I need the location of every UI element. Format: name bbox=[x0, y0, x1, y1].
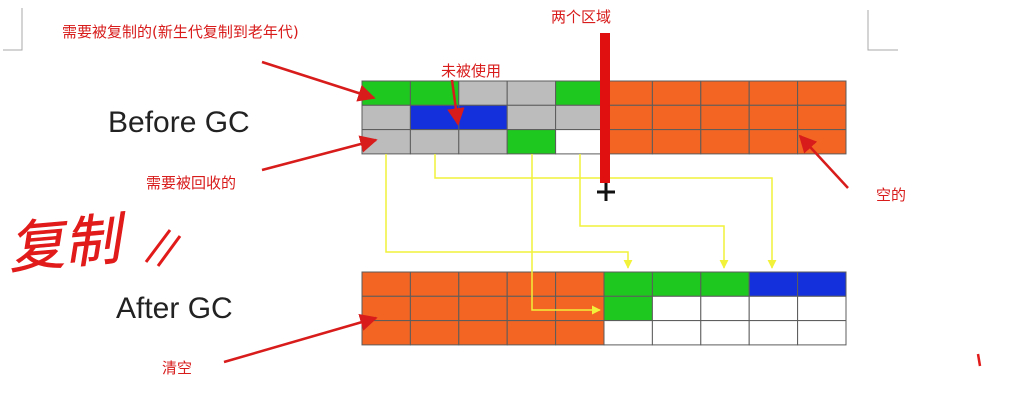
after-gc-memory-grid bbox=[361, 271, 847, 346]
before-cell-r0-c5-old bbox=[603, 80, 653, 106]
after-cell-r0-c1-old bbox=[409, 271, 460, 297]
before-cell-r0-c3-garbage bbox=[506, 80, 557, 106]
before-cell-r0-c1-live bbox=[409, 80, 460, 106]
region-divider-bar bbox=[600, 33, 610, 183]
before-cell-r2-c5-old bbox=[603, 129, 653, 155]
after-cell-r0-c9-unused bbox=[797, 271, 847, 297]
before-cell-r0-c2-garbage bbox=[458, 80, 508, 106]
after-cell-r0-c5-live bbox=[603, 271, 653, 297]
stray-mark bbox=[976, 353, 982, 367]
before-cell-r2-c8-old bbox=[748, 129, 799, 155]
before-cell-r0-c8-old bbox=[748, 80, 799, 106]
before-cell-r1-c8-old bbox=[748, 104, 799, 131]
after-cell-r2-c8-free bbox=[748, 320, 799, 346]
after-cell-r1-c0-old bbox=[361, 295, 411, 322]
before-cell-r1-c7-old bbox=[700, 104, 750, 131]
after-cell-r2-c0-old bbox=[361, 320, 411, 346]
annotation-to-reclaim: 需要被回收的 bbox=[146, 174, 236, 192]
before-cell-r0-c7-old bbox=[700, 80, 750, 106]
after-cell-r0-c2-old bbox=[458, 271, 508, 297]
after-cell-r1-c7-free bbox=[700, 295, 750, 322]
annotation-cleared: 清空 bbox=[162, 359, 192, 377]
before-cell-r0-c9-old bbox=[797, 80, 847, 106]
after-cell-r2-c4-old bbox=[555, 320, 605, 346]
page-corner-mark-right bbox=[867, 10, 898, 51]
after-cell-r0-c0-old bbox=[361, 271, 411, 297]
before-cell-r2-c1-garbage bbox=[409, 129, 460, 155]
after-cell-r2-c1-old bbox=[409, 320, 460, 346]
annotation-copy-target: 需要被复制的(新生代复制到老年代) bbox=[62, 23, 299, 41]
after-cell-r0-c7-live bbox=[700, 271, 750, 297]
annotation-arrows bbox=[223, 60, 849, 364]
copy-flow-line-4 bbox=[579, 154, 729, 269]
handwritten-stroke-mark bbox=[144, 229, 182, 267]
after-cell-r2-c6-free bbox=[651, 320, 702, 346]
arrow-to-reclaim bbox=[261, 135, 378, 172]
handwritten-note: 复制 bbox=[6, 207, 131, 282]
after-cell-r2-c9-free bbox=[797, 320, 847, 346]
before-gc-memory-grid bbox=[361, 80, 847, 155]
arrow-cleared bbox=[223, 313, 378, 364]
annotation-empty: 空的 bbox=[876, 186, 906, 204]
after-cell-r2-c2-old bbox=[458, 320, 508, 346]
before-cell-r0-c0-live bbox=[361, 80, 411, 106]
arrow-unused bbox=[447, 79, 465, 126]
arrow-empty bbox=[798, 134, 849, 189]
copy-flow-line-3 bbox=[531, 154, 601, 315]
annotation-unused: 未被使用 bbox=[441, 62, 501, 80]
copy-flow-line-1 bbox=[385, 154, 633, 269]
before-cell-r2-c2-garbage bbox=[458, 129, 508, 155]
before-cell-r1-c3-garbage bbox=[506, 104, 557, 131]
before-cell-r2-c4-free bbox=[555, 129, 605, 155]
after-cell-r1-c5-live bbox=[603, 295, 653, 322]
before-cell-r1-c5-old bbox=[603, 104, 653, 131]
after-gc-label: After GC bbox=[116, 292, 233, 325]
before-cell-r1-c0-garbage bbox=[361, 104, 411, 131]
before-cell-r1-c6-old bbox=[651, 104, 702, 131]
before-cell-r0-c4-live bbox=[555, 80, 605, 106]
after-cell-r2-c5-free bbox=[603, 320, 653, 346]
before-gc-label: Before GC bbox=[108, 106, 250, 139]
after-cell-r1-c9-free bbox=[797, 295, 847, 322]
before-cell-r2-c3-live bbox=[506, 129, 557, 155]
annotation-two-regions: 两个区域 bbox=[551, 8, 611, 26]
before-cell-r2-c7-old bbox=[700, 129, 750, 155]
after-cell-r1-c4-old bbox=[555, 295, 605, 322]
arrow-copy-target bbox=[261, 60, 376, 102]
before-cell-r1-c1-unused bbox=[409, 104, 460, 131]
after-cell-r1-c2-old bbox=[458, 295, 508, 322]
before-cell-r0-c6-old bbox=[651, 80, 702, 106]
page-corner-mark-left bbox=[3, 8, 23, 51]
after-cell-r2-c7-free bbox=[700, 320, 750, 346]
cursor-crosshair-icon bbox=[597, 183, 615, 201]
before-cell-r1-c9-old bbox=[797, 104, 847, 131]
after-cell-r1-c6-free bbox=[651, 295, 702, 322]
before-cell-r2-c6-old bbox=[651, 129, 702, 155]
after-cell-r1-c8-free bbox=[748, 295, 799, 322]
after-cell-r0-c8-unused bbox=[748, 271, 799, 297]
after-cell-r2-c3-old bbox=[506, 320, 557, 346]
before-cell-r1-c2-unused bbox=[458, 104, 508, 131]
after-cell-r0-c4-old bbox=[555, 271, 605, 297]
after-cell-r1-c1-old bbox=[409, 295, 460, 322]
before-cell-r1-c4-garbage bbox=[555, 104, 605, 131]
after-cell-r0-c6-live bbox=[651, 271, 702, 297]
